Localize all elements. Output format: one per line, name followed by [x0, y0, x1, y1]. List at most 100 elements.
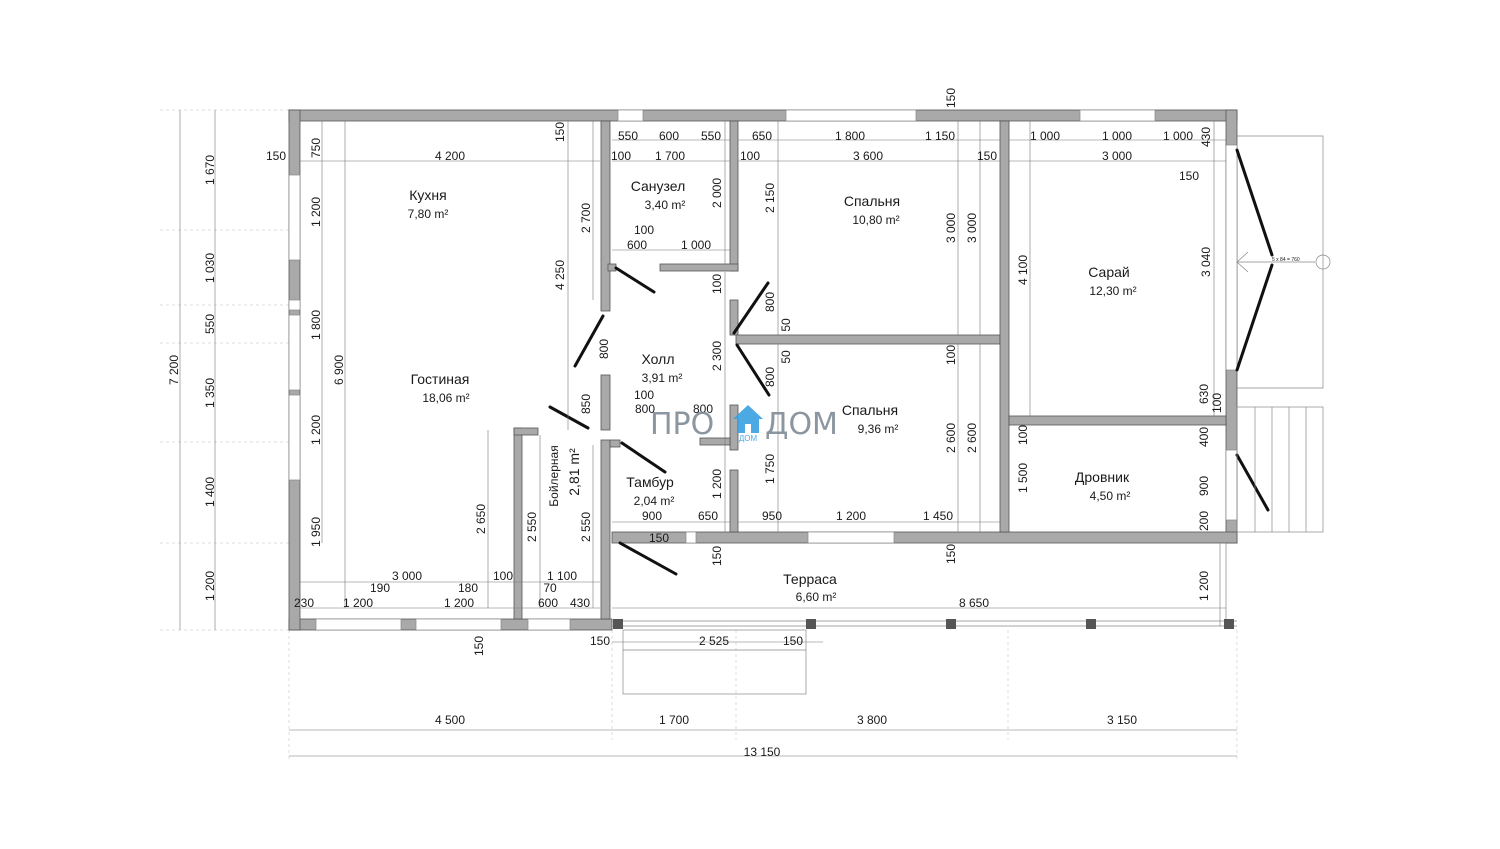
dimension-text: 1 670 1 030 550 1 350 1 400 1 200 7 200 …: [167, 88, 1224, 759]
dim-label: 1 500: [1016, 463, 1030, 493]
dim-label: 100: [493, 569, 513, 583]
room-name-shed: Сарай: [1088, 264, 1129, 280]
room-area-bedroom-2: 9,36 m²: [858, 422, 899, 436]
dim-inner-4: 1 200: [309, 415, 323, 445]
dim-label: 150: [553, 122, 567, 142]
dim-label: 150: [590, 634, 610, 648]
dim-label: 8 650: [959, 596, 989, 610]
dim-label: 600: [659, 129, 679, 143]
dim-label: 1 200: [343, 596, 373, 610]
dim-bottom-2: 1 700: [659, 713, 689, 727]
dim-label: 2 600: [965, 423, 979, 453]
logo-subtext: ДОМ: [739, 434, 758, 443]
dim-bottom-4: 3 150: [1107, 713, 1137, 727]
dim-label: 70: [543, 581, 557, 595]
dim-label: 2 550: [579, 512, 593, 542]
dim-label: 2 650: [474, 504, 488, 534]
dim-label: 3 000: [965, 213, 979, 243]
dim-label: 950: [762, 509, 782, 523]
dim-label: 4 250: [553, 260, 567, 290]
dim-bottom-1: 4 500: [435, 713, 465, 727]
dim-label: 630: [1197, 384, 1211, 404]
room-area-shed: 12,30 m²: [1089, 284, 1136, 298]
dim-inner-2: 1 200: [309, 197, 323, 227]
dim-label: 430: [1199, 127, 1213, 147]
dim-label: 800: [597, 339, 611, 359]
dim-left-5: 1 400: [203, 477, 217, 507]
dim-label: 550: [701, 129, 721, 143]
dim-label: 4 200: [435, 149, 465, 163]
dim-label: 900: [642, 509, 662, 523]
doors: [548, 148, 1274, 576]
dim-label: 150: [977, 149, 997, 163]
windows: [288, 109, 1238, 631]
dim-label: 2 150: [763, 183, 777, 213]
dim-label: 1 450: [923, 509, 953, 523]
dim-label: 1 150: [925, 129, 955, 143]
dim-label: 150: [783, 634, 803, 648]
dim-label: 850: [579, 394, 593, 414]
room-name-kitchen: Кухня: [409, 187, 446, 203]
dim-inner-total: 6 900: [332, 355, 346, 385]
dim-label: 2 700: [579, 203, 593, 233]
room-name-boiler: Бойлерная: [547, 445, 561, 506]
dim-inner-3: 1 800: [309, 310, 323, 340]
room-name-hall: Холл: [642, 351, 675, 367]
dim-label: 800: [763, 367, 777, 387]
dim-label: 50: [779, 350, 793, 364]
dim-bottom-total: 13 150: [744, 745, 781, 759]
front-steps: [622, 629, 807, 695]
dim-label: 2 550: [525, 512, 539, 542]
dim-label: 180: [458, 581, 478, 595]
dim-label: 550: [618, 129, 638, 143]
dim-label: 2 525: [699, 634, 729, 648]
dim-label: 3 040: [1199, 247, 1213, 277]
dim-left-total: 7 200: [167, 355, 181, 385]
dim-label: 1 000: [681, 238, 711, 252]
room-area-bathroom: 3,40 m²: [645, 198, 686, 212]
dim-inner-1: 750: [309, 138, 323, 158]
dim-label: 100: [634, 388, 654, 402]
dim-label: 1 100: [547, 569, 577, 583]
dim-label: 800: [693, 402, 713, 416]
dim-label: 230: [294, 596, 314, 610]
dim-label: 4 100: [1016, 255, 1030, 285]
dim-label: 100: [611, 149, 631, 163]
dim-label: 3 000: [944, 213, 958, 243]
room-area-boiler: 2,81 m²: [566, 448, 582, 496]
dim-label: 100: [1016, 425, 1030, 445]
dim-left-2: 1 030: [203, 253, 217, 283]
dim-label: 650: [698, 509, 718, 523]
dim-label: 400: [1197, 427, 1211, 447]
room-area-terrace: 6,60 m²: [796, 590, 837, 604]
side-stairs: 5 x 84 = 760: [1236, 135, 1331, 533]
dim-label: 2 300: [710, 341, 724, 371]
dim-label: 1 800: [835, 129, 865, 143]
dim-label: 430: [570, 596, 590, 610]
dim-label: 900: [1197, 476, 1211, 496]
dim-label: 650: [752, 129, 772, 143]
room-name-living: Гостиная: [411, 371, 470, 387]
dim-label: 150: [266, 149, 286, 163]
dim-inner-5: 1 950: [309, 517, 323, 547]
dimension-lines: [179, 110, 1237, 757]
dim-label: 50: [779, 318, 793, 332]
room-name-bedroom-1: Спальня: [844, 193, 900, 209]
grid-lines: [160, 109, 1238, 760]
dim-label: 150: [472, 636, 486, 656]
room-area-hall: 3,91 m²: [642, 371, 683, 385]
room-area-living: 18,06 m²: [422, 391, 469, 405]
dim-label: 190: [370, 581, 390, 595]
room-name-terrace: Терраса: [783, 571, 837, 587]
dim-label: 3 000: [1102, 149, 1132, 163]
dim-label: 100: [944, 345, 958, 365]
dim-label: 150: [710, 546, 724, 566]
room-name-bedroom-2: Спальня: [842, 402, 898, 418]
room-name-woodshed: Дровник: [1075, 469, 1130, 485]
room-area-kitchen: 7,80 m²: [408, 207, 449, 221]
stair-note: 5 x 84 = 760: [1272, 257, 1300, 263]
dim-label: 100: [1210, 393, 1224, 413]
dim-label: 600: [538, 596, 558, 610]
